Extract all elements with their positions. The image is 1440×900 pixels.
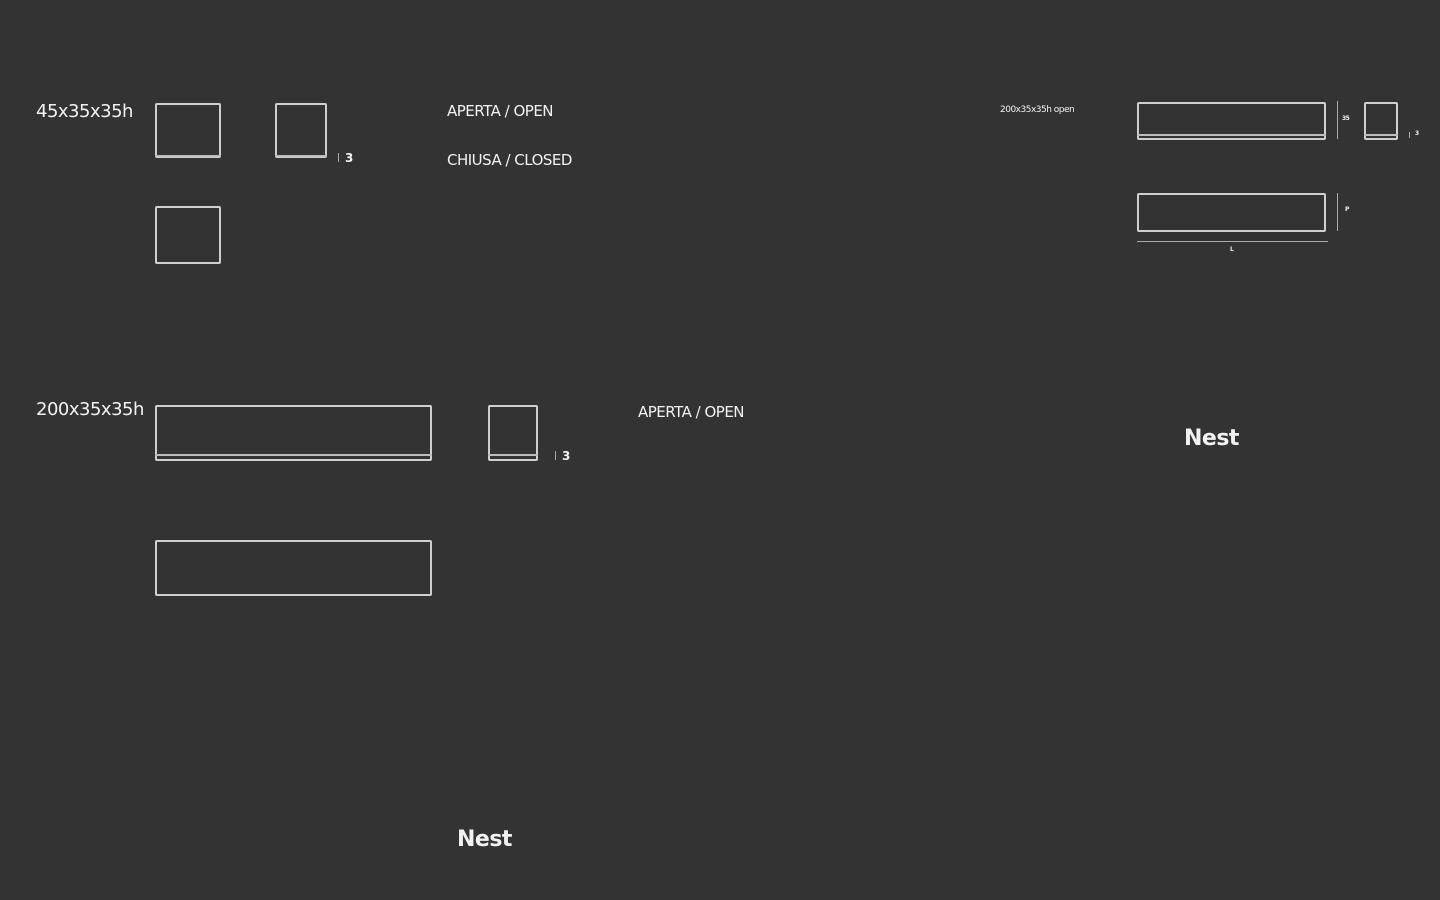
small-plan-drawing (155, 206, 221, 264)
detail-plan-drawing (1137, 193, 1326, 232)
large-thickness-label: 3 (562, 449, 570, 463)
detail-thickness-label: 3 (1415, 130, 1419, 137)
large-front-base-line (155, 454, 432, 456)
detail-front-base-line (1137, 134, 1326, 136)
large-side-drawing (488, 405, 538, 461)
brand-logo-bottom: Nest (457, 827, 512, 852)
large-side-base-line (488, 454, 538, 456)
detail-front-drawing (1137, 102, 1326, 140)
detail-length-dim-line (1137, 241, 1328, 242)
large-front-open-drawing (155, 405, 432, 461)
detail-depth-dim-label: P (1345, 206, 1349, 213)
detail-length-dim-label: L (1230, 246, 1234, 253)
detail-height-dim-line (1337, 101, 1338, 139)
large-open-label: APERTA / OPEN (638, 403, 745, 421)
small-side-drawing (275, 103, 327, 158)
detail-side-base-line (1364, 134, 1398, 136)
small-closed-label: CHIUSA / CLOSED (447, 151, 572, 169)
small-front-base-line (155, 155, 221, 157)
large-plan-drawing (155, 540, 432, 596)
detail-side-drawing (1364, 102, 1398, 140)
small-size-label: 45x35x35h (36, 101, 133, 122)
small-front-open-drawing (155, 103, 221, 158)
detail-size-label: 200x35x35h open (1000, 105, 1075, 115)
small-open-label: APERTA / OPEN (447, 102, 554, 120)
detail-depth-dim-line (1337, 193, 1338, 231)
detail-thickness-tick (1409, 132, 1410, 138)
small-side-base-line (275, 155, 327, 157)
large-size-label: 200x35x35h (36, 399, 144, 420)
detail-height-dim-label: 35 (1342, 115, 1350, 122)
small-thickness-tick (338, 153, 339, 162)
small-thickness-label: 3 (345, 151, 353, 165)
large-thickness-tick (555, 451, 556, 460)
brand-logo-right: Nest (1184, 426, 1239, 451)
